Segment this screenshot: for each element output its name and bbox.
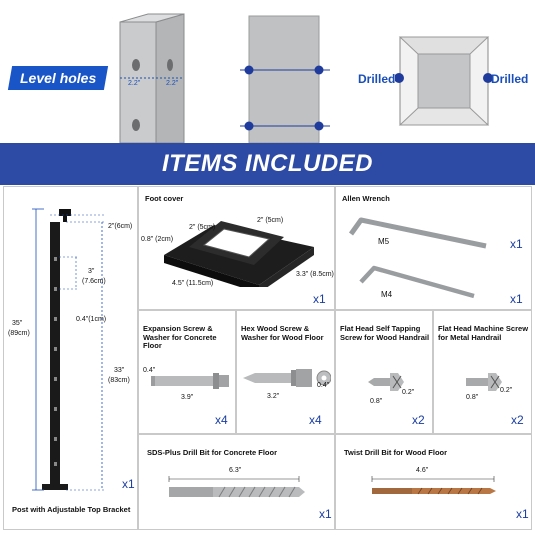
foot-dim-height: 0.8" (2cm) <box>141 236 174 243</box>
square-post-illustration <box>119 13 185 143</box>
foot-dim-inner-side: 2" (5cm) <box>189 224 216 231</box>
allen-m4: M4 <box>381 290 393 299</box>
exp-screw-title: Expansion Screw & Washer for Concrete Fl… <box>143 324 217 351</box>
allen-wrench-icon <box>348 217 487 299</box>
foot-dim-base-front: 4.5" (11.5cm) <box>172 280 214 287</box>
foot-dim-inner-top: 2" (5cm) <box>257 217 284 224</box>
sds-title: SDS-Plus Drill Bit for Concrete Floor <box>147 448 278 457</box>
flat-tapping-screw-icon <box>368 373 404 391</box>
flat-machine-dim-len: 0.8" <box>466 394 479 401</box>
post-dim-spacing: 3" <box>88 268 95 275</box>
post-title: Post with Adjustable Top Bracket <box>12 505 131 514</box>
flat-post-illustration <box>240 15 330 143</box>
post-dim-spacing-cm: (7.6cm) <box>82 278 106 285</box>
drill-point-icon <box>244 65 254 75</box>
item-sds-drill-bit: SDS-Plus Drill Bit for Concrete Floor 6.… <box>138 434 335 530</box>
sds-drill-bit-icon <box>168 476 305 498</box>
item-twist-drill-bit: Twist Drill Bit for Wood Floor 4.6" x1 <box>335 434 532 530</box>
twist-title: Twist Drill Bit for Wood Floor <box>344 448 448 457</box>
drilled-label-right: Drilled <box>491 72 529 86</box>
flat-tap-dim-len: 0.8" <box>370 398 383 405</box>
item-expansion-screw: Expansion Screw & Washer for Concrete Fl… <box>138 310 236 434</box>
flat-tap-qty: x2 <box>412 413 425 427</box>
item-flat-machine-screw: Flat Head Machine Screw for Metal Handra… <box>433 310 532 434</box>
item-post: 2"(6cm) 3" (7.6cm) 0.4"(1cm) 35" (89cm) … <box>3 186 138 530</box>
post-top-view-illustration <box>395 36 493 126</box>
drill-point-icon <box>483 73 493 83</box>
twist-drill-bit-icon <box>371 476 496 495</box>
hex-dim-dia: 0.4" <box>317 382 330 389</box>
exp-dim-len: 3.9" <box>181 394 194 401</box>
post-dim-width: 2"(6cm) <box>108 223 133 230</box>
exp-screw-qty: x4 <box>215 413 228 427</box>
flat-machine-screw-icon <box>466 373 502 391</box>
foot-dim-base-side: 3.3" (8.5cm) <box>296 271 334 278</box>
hole-dim-b: 2.2" <box>166 80 179 87</box>
flat-machine-qty: x2 <box>511 413 524 427</box>
expansion-screw-icon <box>151 373 229 389</box>
allen-m5: M5 <box>378 237 390 246</box>
drill-point-icon <box>314 121 324 131</box>
item-allen-wrench: Allen Wrench M5 M4 x1 x1 <box>335 186 532 310</box>
post-dim-body: 33" <box>114 367 125 374</box>
post-dim-total: 35" <box>12 320 23 327</box>
twist-qty: x1 <box>516 507 529 521</box>
flat-machine-dim-head: 0.2" <box>500 387 513 394</box>
foot-cover-icon <box>164 221 314 287</box>
exp-dim-dia: 0.4" <box>143 367 156 374</box>
sds-dim-len: 6.3" <box>229 467 242 474</box>
level-holes-tag: Level holes <box>7 66 109 90</box>
drilled-label-left: Drilled <box>358 72 396 86</box>
item-flat-tapping-screw: Flat Head Self Tapping Screw for Wood Ha… <box>335 310 433 434</box>
hex-screw-title: Hex Wood Screw & Washer for Wood Floor <box>241 324 324 342</box>
hex-screw-qty: x4 <box>309 413 322 427</box>
foot-cover-qty: x1 <box>313 292 326 306</box>
flat-tap-dim-head: 0.2" <box>402 389 415 396</box>
item-hex-wood-screw: Hex Wood Screw & Washer for Wood Floor 3… <box>236 310 335 434</box>
post-dim-total-cm: (89cm) <box>8 330 30 337</box>
product-detail-strip: 2.2" 2.2" Level holes Drilled Drilled <box>0 0 535 143</box>
railing-post-icon <box>32 208 106 491</box>
drill-point-icon <box>314 65 324 75</box>
twist-dim-len: 4.6" <box>416 467 429 474</box>
sds-qty: x1 <box>319 507 332 521</box>
items-included-banner: ITEMS INCLUDED <box>0 143 535 185</box>
item-foot-cover: Foot cover 2" (5cm) 2" (5cm) 0.8" (2cm) … <box>138 186 335 310</box>
allen-title: Allen Wrench <box>342 194 390 203</box>
hex-dim-len: 3.2" <box>267 393 280 400</box>
post-dim-body-cm: (83cm) <box>108 377 130 384</box>
hex-wood-screw-icon <box>243 369 331 387</box>
allen-m5-qty: x1 <box>510 237 523 251</box>
flat-machine-title: Flat Head Machine Screw for Metal Handra… <box>438 324 529 342</box>
flat-tap-title: Flat Head Self Tapping Screw for Wood Ha… <box>340 324 430 342</box>
post-qty: x1 <box>122 477 135 491</box>
drill-point-icon <box>244 121 254 131</box>
foot-cover-title: Foot cover <box>145 194 184 203</box>
allen-m4-qty: x1 <box>510 292 523 306</box>
hole-dim-a: 2.2" <box>128 80 141 87</box>
drill-point-icon <box>395 73 404 83</box>
post-dim-hole: 0.4"(1cm) <box>76 316 107 323</box>
